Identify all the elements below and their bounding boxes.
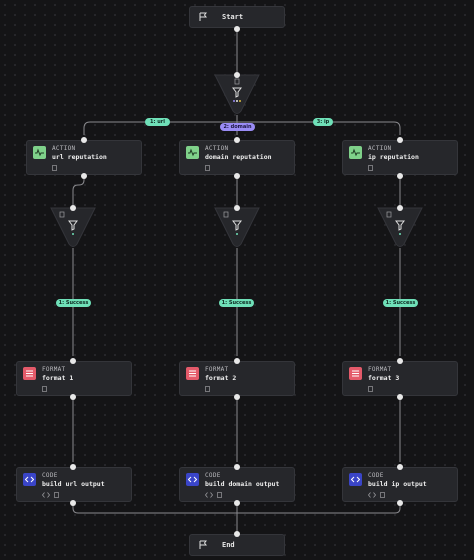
port[interactable] bbox=[234, 464, 240, 470]
port[interactable] bbox=[234, 500, 240, 506]
code-icon bbox=[186, 473, 199, 486]
document-icon bbox=[368, 386, 373, 392]
port[interactable] bbox=[397, 394, 403, 400]
code-icon bbox=[349, 473, 362, 486]
port[interactable] bbox=[234, 358, 240, 364]
action-node-ip-reputation[interactable]: ACTION ip reputation bbox=[342, 140, 458, 175]
code-node-build-ip-output[interactable]: CODE build ip output bbox=[342, 467, 458, 502]
port[interactable] bbox=[397, 137, 403, 143]
document-icon bbox=[217, 492, 222, 498]
port[interactable] bbox=[234, 72, 240, 78]
action-node-domain-reputation[interactable]: ACTION domain reputation bbox=[179, 140, 295, 175]
document-icon bbox=[52, 165, 57, 171]
pulse-icon bbox=[33, 146, 46, 159]
port[interactable] bbox=[70, 358, 76, 364]
document-icon bbox=[386, 211, 392, 218]
decision-filter-domain[interactable] bbox=[213, 206, 261, 250]
funnel-icon bbox=[68, 220, 78, 231]
document-icon bbox=[205, 165, 210, 171]
format-node-3[interactable]: FORMAT format 3 bbox=[342, 361, 458, 396]
port[interactable] bbox=[70, 205, 76, 211]
success-pill-url[interactable]: 1: Success bbox=[56, 299, 91, 307]
branch-pill-url[interactable]: 1: url bbox=[145, 118, 170, 126]
action-node-url-reputation[interactable]: ACTION url reputation bbox=[26, 140, 142, 175]
funnel-icon bbox=[395, 220, 405, 231]
port[interactable] bbox=[70, 464, 76, 470]
list-icon bbox=[349, 367, 362, 380]
format-node-1[interactable]: FORMAT format 1 bbox=[16, 361, 132, 396]
port[interactable] bbox=[70, 394, 76, 400]
port[interactable] bbox=[397, 500, 403, 506]
code-icon bbox=[368, 492, 376, 498]
success-pill-ip[interactable]: 1: Success bbox=[383, 299, 418, 307]
port[interactable] bbox=[234, 394, 240, 400]
document-icon bbox=[234, 78, 240, 85]
funnel-icon bbox=[232, 220, 242, 231]
port[interactable] bbox=[234, 205, 240, 211]
flag-icon bbox=[199, 12, 207, 21]
start-label: Start bbox=[222, 13, 244, 21]
end-label: End bbox=[222, 541, 235, 549]
branch-pill-ip[interactable]: 3: ip bbox=[313, 118, 333, 126]
decision-filter-ip[interactable] bbox=[376, 206, 424, 250]
port[interactable] bbox=[234, 26, 240, 32]
port[interactable] bbox=[397, 358, 403, 364]
branch-pill-domain[interactable]: 2: domain bbox=[220, 123, 255, 131]
code-node-build-url-output[interactable]: CODE build url output bbox=[16, 467, 132, 502]
port[interactable] bbox=[70, 500, 76, 506]
end-node[interactable]: End bbox=[189, 534, 285, 556]
start-node[interactable]: Start bbox=[189, 6, 285, 28]
funnel-icon bbox=[232, 87, 242, 98]
port[interactable] bbox=[234, 531, 240, 537]
document-icon bbox=[42, 386, 47, 392]
document-icon bbox=[59, 211, 65, 218]
code-node-build-domain-output[interactable]: CODE build domain output bbox=[179, 467, 295, 502]
list-icon bbox=[23, 367, 36, 380]
port[interactable] bbox=[81, 173, 87, 179]
port[interactable] bbox=[234, 137, 240, 143]
port[interactable] bbox=[397, 173, 403, 179]
document-icon bbox=[205, 386, 210, 392]
decision-filter-top[interactable] bbox=[213, 73, 261, 117]
code-icon bbox=[23, 473, 36, 486]
document-icon bbox=[368, 165, 373, 171]
port[interactable] bbox=[397, 464, 403, 470]
document-icon bbox=[54, 492, 59, 498]
port[interactable] bbox=[397, 205, 403, 211]
port[interactable] bbox=[81, 137, 87, 143]
pulse-icon bbox=[349, 146, 362, 159]
code-icon bbox=[205, 492, 213, 498]
flag-icon bbox=[199, 540, 207, 549]
port[interactable] bbox=[234, 173, 240, 179]
format-node-2[interactable]: FORMAT format 2 bbox=[179, 361, 295, 396]
success-pill-domain[interactable]: 1: Success bbox=[219, 299, 254, 307]
code-icon bbox=[42, 492, 50, 498]
document-icon bbox=[223, 211, 229, 218]
list-icon bbox=[186, 367, 199, 380]
document-icon bbox=[380, 492, 385, 498]
pulse-icon bbox=[186, 146, 199, 159]
decision-filter-url[interactable] bbox=[49, 206, 97, 250]
